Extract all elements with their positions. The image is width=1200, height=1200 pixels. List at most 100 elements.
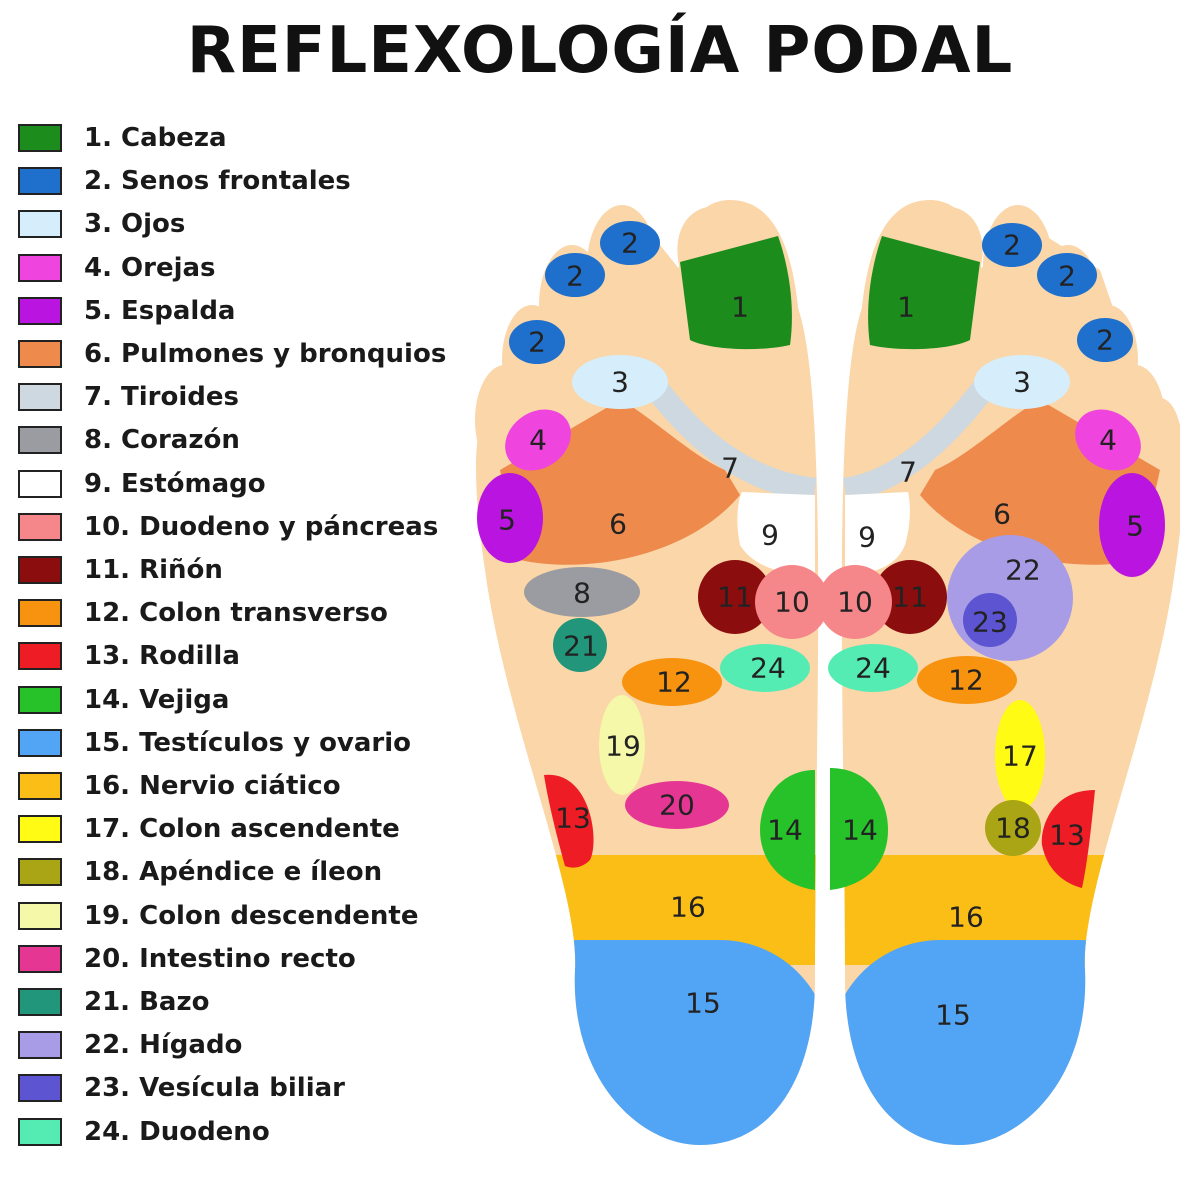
legend-label: 21. Bazo: [84, 987, 210, 1017]
right-label-17: 17: [1002, 740, 1038, 773]
left-label-1: 1: [731, 291, 749, 324]
legend-item: 12. Colon transverso: [18, 595, 388, 631]
left-label-2b: 2: [566, 260, 584, 293]
legend-item: 17. Colon ascendente: [18, 811, 400, 847]
right-label-2c: 2: [1096, 324, 1114, 357]
legend-item: 22. Hígado: [18, 1027, 242, 1063]
right-zone-23-gallbladder: [963, 593, 1017, 647]
legend-item: 14. Vejiga: [18, 682, 229, 718]
legend-swatch: [18, 685, 62, 714]
right-label-9: 9: [858, 521, 876, 554]
legend-item: 5. Espalda: [18, 293, 235, 329]
left-label-11: 11: [717, 581, 753, 614]
right-label-2a: 2: [1003, 229, 1021, 262]
left-label-8: 8: [573, 577, 591, 610]
legend-swatch: [18, 1074, 62, 1103]
right-label-6: 6: [993, 498, 1011, 531]
left-zone-2-sinus-c: [509, 320, 565, 364]
right-zone-10-duodenum-pancreas: [818, 565, 892, 639]
legend-swatch: [18, 383, 62, 412]
left-label-16: 16: [670, 891, 706, 924]
left-zone-20-rectum: [625, 781, 729, 829]
legend-label: 14. Vejiga: [84, 684, 230, 715]
right-zone-1-head: [868, 236, 980, 350]
left-zone-4-ears: [505, 409, 571, 471]
left-zone-1-head: [680, 236, 792, 350]
legend-swatch: [18, 556, 62, 584]
legend-swatch: [18, 512, 62, 541]
right-label-13: 13: [1049, 819, 1085, 852]
legend-swatch: [18, 469, 62, 498]
left-label-7: 7: [721, 452, 739, 485]
right-zone-2-sinus-c: [1077, 318, 1133, 362]
legend-item: 8. Corazón: [18, 422, 240, 458]
right-zone-13-knee: [1041, 790, 1095, 888]
right-zone-12-transverse-colon: [917, 656, 1017, 704]
legend-swatch: [18, 728, 62, 757]
left-zone-2-sinus-b: [545, 253, 605, 297]
left-zone-21-spleen: [553, 618, 607, 672]
legend-item: 19. Colon descendente: [18, 898, 418, 934]
right-zone-18-appendix: [985, 800, 1041, 856]
legend-label: 9. Estómago: [84, 468, 266, 499]
right-zone-2-sinus-a: [982, 223, 1042, 267]
legend-label: 13. Rodilla: [84, 641, 240, 672]
legend-swatch: [18, 253, 62, 282]
right-label-1: 1: [897, 291, 915, 324]
left-zone-7-thyroid: [640, 372, 817, 502]
right-label-10: 10: [837, 586, 873, 619]
right-label-22: 22: [1005, 554, 1041, 587]
left-label-19: 19: [605, 730, 641, 763]
legend-label: 1. Cabeza: [84, 123, 227, 153]
legend-label: 12. Colon transverso: [84, 598, 388, 629]
legend-label: 16. Nervio ciático: [84, 771, 341, 801]
left-foot: 1 2 2 2 3 4 5 6 7 8 9 10 11 12 13 14 15 …: [475, 200, 829, 1145]
right-label-11: 11: [892, 581, 928, 614]
legend-item: 9. Estómago: [18, 466, 266, 502]
legend-item: 6. Pulmones y bronquios: [18, 336, 446, 372]
left-zone-12-transverse-colon: [622, 658, 722, 706]
legend-item: 24. Duodeno: [18, 1114, 270, 1150]
legend-item: 18. Apéndice e íleon: [18, 854, 382, 890]
legend-item: 2. Senos frontales: [18, 163, 351, 199]
left-zone-24-duodenum: [720, 644, 810, 692]
legend-item: 1. Cabeza: [18, 120, 227, 156]
legend-item: 23. Vesícula biliar: [18, 1070, 345, 1106]
right-zone-17-ascending-colon: [995, 700, 1045, 810]
left-label-9: 9: [761, 519, 779, 552]
diagram-title: REFLEXOLOGÍA PODAL: [186, 14, 1014, 88]
right-label-16: 16: [948, 901, 984, 934]
right-label-14: 14: [842, 814, 878, 847]
right-zone-4-ears: [1075, 409, 1141, 471]
legend-label: 19. Colon descendente: [84, 900, 419, 931]
left-zone-9-stomach: [737, 492, 815, 575]
left-label-15: 15: [685, 987, 721, 1020]
legend-label: 11. Riñón: [84, 555, 223, 585]
legend-item: 11. Riñón: [18, 552, 223, 588]
left-label-20: 20: [659, 789, 695, 822]
left-label-2c: 2: [528, 326, 546, 359]
left-zone-10-duodenum-pancreas: [755, 565, 829, 639]
legend-swatch: [18, 599, 62, 628]
left-label-21: 21: [563, 630, 599, 663]
legend-label: 4. Orejas: [84, 252, 216, 283]
legend-label: 3. Ojos: [84, 209, 186, 240]
legend-label: 6. Pulmones y bronquios: [84, 339, 447, 369]
left-zone-15-reproductive: [476, 940, 819, 1145]
feet-diagram: 1 2 2 2 3 4 5 6 7 8 9 10 11 12 13 14 15 …: [475, 200, 1180, 1145]
legend-swatch: [18, 944, 62, 973]
legend-item: 3. Ojos: [18, 206, 185, 242]
legend-label: 15. Testículos y ovario: [84, 727, 412, 758]
legend-swatch: [18, 210, 62, 239]
legend-label: 20. Intestino recto: [84, 943, 356, 974]
legend-item: 16. Nervio ciático: [18, 768, 341, 804]
right-label-12: 12: [948, 664, 984, 697]
legend-swatch: [18, 124, 62, 152]
left-label-12: 12: [656, 666, 692, 699]
legend-swatch: [18, 988, 62, 1016]
legend-label: 24. Duodeno: [84, 1116, 270, 1147]
right-zone-numbers: 1 2 2 2 3 4 5 6 7 9 10 11 12 13 14 15 16…: [837, 229, 1144, 1032]
legend-swatch: [18, 815, 62, 844]
legend-item: 21. Bazo: [18, 984, 209, 1020]
right-label-18: 18: [995, 812, 1031, 845]
